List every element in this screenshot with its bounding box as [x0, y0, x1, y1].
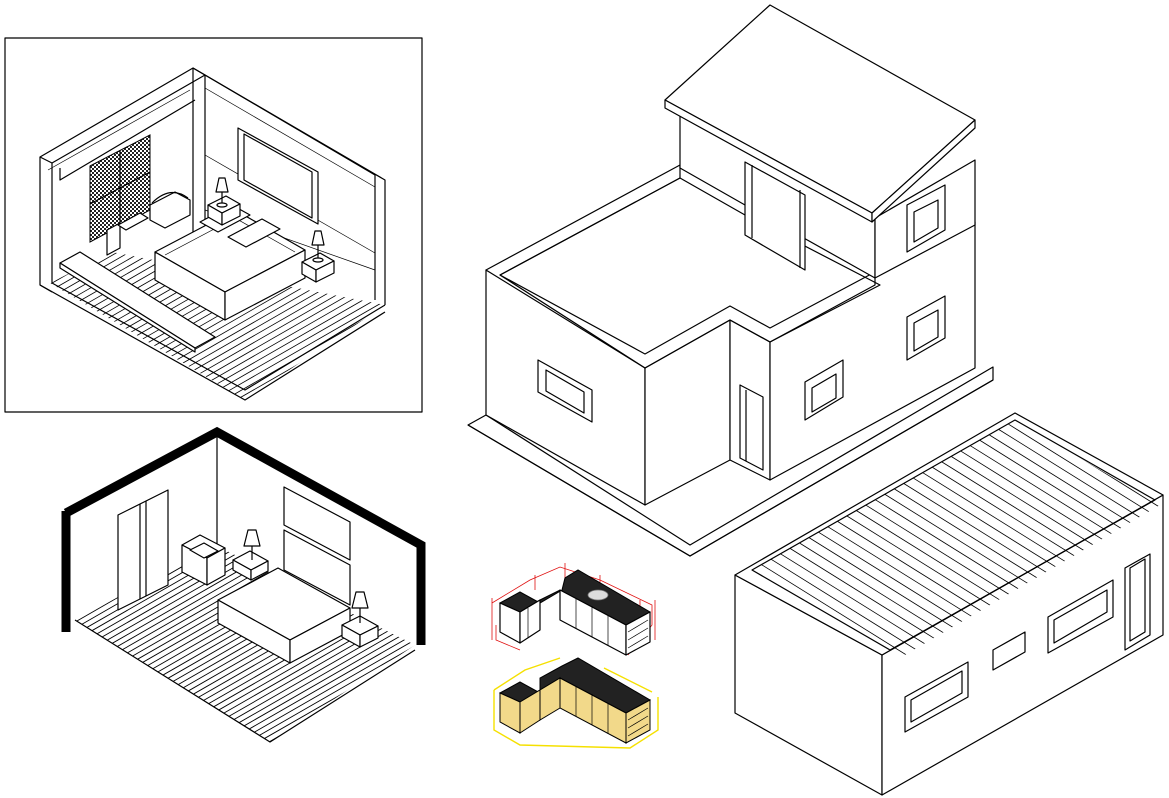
hatch-line [50, 252, 385, 294]
two-storey-house-isometric [467, 4, 994, 557]
hatch-line [827, 526, 999, 634]
hatch-line [117, 252, 385, 334]
hatch-line [865, 504, 1037, 612]
hatch-line [87, 252, 385, 317]
floor-edge [51, 282, 386, 391]
hatch-line [63, 252, 385, 304]
cabinet-body [499, 589, 651, 656]
headboard [283, 529, 351, 606]
hatch-line [207, 252, 385, 383]
lamp-icon [311, 230, 325, 263]
roof-slab [664, 4, 976, 223]
window [1047, 579, 1114, 654]
door [1124, 553, 1151, 651]
hatch-line [213, 252, 385, 387]
hatch-line [129, 252, 385, 340]
hatch-line [100, 545, 415, 644]
hatch-line [105, 252, 385, 327]
hatch-line [69, 252, 385, 307]
hatch-line [93, 252, 385, 321]
hatch-line [81, 252, 385, 314]
hatch-line [780, 553, 951, 655]
dimension-lines [491, 563, 656, 656]
hatch-line [147, 252, 385, 350]
bed [154, 204, 306, 321]
hatch-line [875, 499, 1046, 607]
door [117, 489, 169, 611]
hatch-line [884, 494, 1056, 601]
hatch-line [808, 537, 980, 644]
hatch-line [913, 477, 1084, 585]
hatch-line [159, 252, 385, 357]
hatch-line [799, 542, 970, 650]
wall-panel [237, 127, 319, 225]
hatch-line [903, 483, 1075, 590]
hatch-line [789, 548, 961, 655]
lamp-icon [351, 591, 369, 623]
hatch-line [894, 488, 1065, 596]
pillow [227, 218, 281, 248]
bench [59, 251, 216, 353]
hatch-line [135, 252, 385, 344]
hatch-line [262, 545, 415, 741]
sink-icon [587, 589, 609, 601]
wall-panel [283, 486, 351, 561]
hatch-line [837, 521, 1008, 628]
lamp-icon [215, 177, 229, 208]
tv-cabinet [106, 212, 149, 256]
hatch-line [153, 252, 385, 354]
nightstand-right [341, 615, 379, 648]
kitchen-cabinet-isometric-colored [493, 657, 659, 749]
floor-edge [74, 619, 416, 743]
hatch-line [141, 252, 385, 347]
window [906, 295, 946, 361]
hatch-line [256, 545, 415, 737]
window [537, 359, 593, 423]
hatch-line [51, 252, 385, 297]
hatch-line [123, 252, 385, 337]
hatch-line [106, 545, 415, 648]
hatch-line [225, 252, 385, 393]
lamp-icon [243, 529, 261, 560]
armchair [181, 534, 226, 586]
kitchen-cabinet-isometric-dimensioned [491, 563, 656, 656]
hatch-line [761, 564, 932, 655]
outline-yellow [493, 657, 659, 749]
hatch-line [246, 545, 415, 731]
hatch-line [85, 545, 415, 635]
window [804, 359, 844, 421]
hatch-line [241, 545, 415, 728]
hatch-line [856, 510, 1027, 617]
wall-outline [63, 426, 426, 645]
view-frame [4, 37, 423, 413]
window [992, 631, 1026, 671]
window [906, 184, 946, 253]
hatch-line [99, 252, 385, 324]
single-storey-house-isometric [734, 412, 1164, 796]
door [739, 384, 764, 471]
hatch-line [251, 545, 415, 734]
hatch-line [219, 252, 385, 390]
hatch-line [846, 515, 1018, 623]
hatch-line [111, 252, 385, 330]
window [904, 661, 969, 733]
cabinet-body [499, 677, 651, 744]
hatch-line [770, 558, 942, 655]
nightstand-left [232, 550, 269, 581]
hatch-line [818, 531, 989, 639]
hatch-line [90, 545, 415, 638]
hatch-line [75, 252, 385, 311]
hatch-line [111, 545, 415, 651]
hatch-line [95, 545, 415, 641]
hatch-line [236, 545, 415, 725]
hatch-line [57, 252, 385, 301]
armchair [149, 191, 191, 229]
terrace [485, 164, 881, 369]
